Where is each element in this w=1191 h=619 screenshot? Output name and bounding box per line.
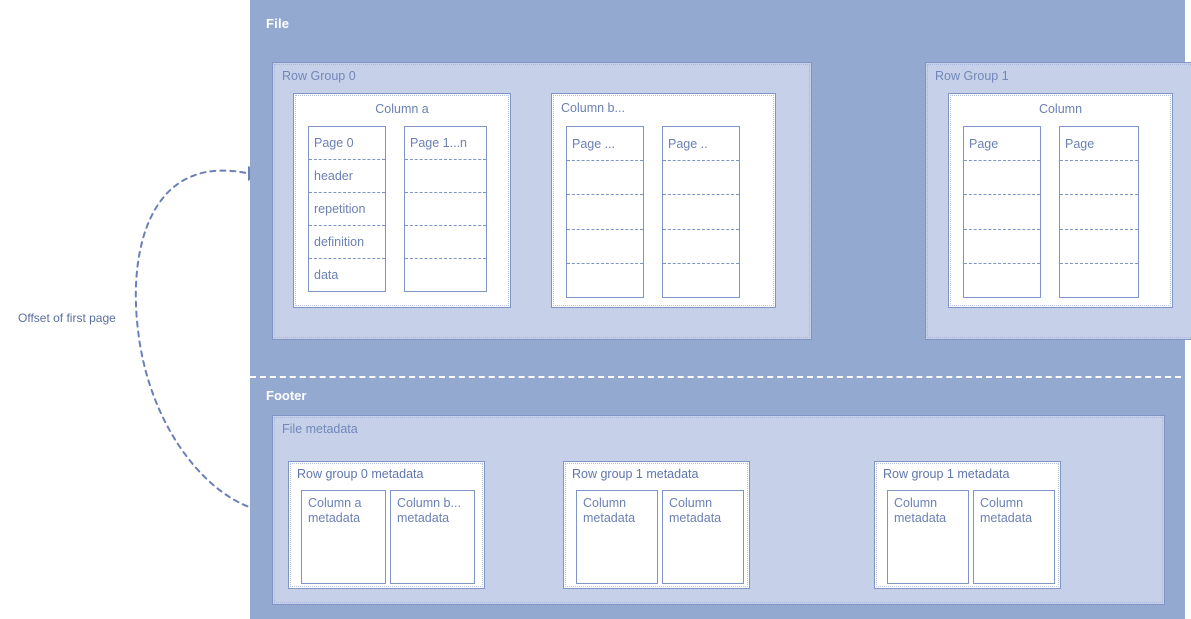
page-segment — [1060, 230, 1138, 264]
row-group-1-metadata-box-a: Row group 1 metadata Column metadata Col… — [563, 461, 750, 589]
page-segment: Page ... — [567, 127, 643, 162]
page-segment — [405, 193, 486, 226]
offset-pointer-arrow — [134, 166, 262, 509]
column-metadata-box: Column metadata — [576, 490, 658, 584]
page-segment: data — [309, 259, 385, 291]
page-segment — [1060, 264, 1138, 297]
page-segment-label: Page ... — [572, 136, 616, 151]
column-metadata-box: Column metadata — [887, 490, 969, 584]
page-segment-label: Page — [1065, 136, 1095, 151]
page-segment — [663, 264, 739, 297]
page-segment — [663, 161, 739, 196]
column-metadata-box: Column a metadata — [301, 490, 386, 584]
column-a-label: Column a — [375, 102, 429, 116]
row-group-1-column-label: Column — [1038, 102, 1083, 116]
page-segment-label: repetition — [314, 202, 366, 216]
row-group-0-metadata-label: Row group 0 metadata — [297, 467, 424, 481]
file-metadata-panel: File metadata Row group 0 metadata Colum… — [272, 415, 1165, 605]
footer-title: Footer — [266, 388, 307, 403]
page-segment: Page 1...n — [405, 127, 486, 160]
page-segment — [964, 195, 1040, 230]
page-box-rg1-page-b: Page — [1059, 126, 1139, 298]
page-segment: repetition — [309, 193, 385, 226]
row-group-1-metadata-label: Row group 1 metadata — [572, 467, 699, 481]
page-segment: Page 0 — [309, 127, 385, 160]
row-group-1-metadata-box-b: Row group 1 metadata Column metadata Col… — [874, 461, 1061, 589]
page-segment — [405, 160, 486, 193]
file-footer-divider — [250, 376, 1191, 378]
offset-of-first-page-label: Offset of first page — [18, 311, 116, 325]
page-segment-label: Page — [969, 136, 999, 151]
column-metadata-label: Column metadata — [980, 496, 1033, 525]
page-segment: header — [309, 160, 385, 193]
column-metadata-label: Column metadata — [894, 496, 947, 525]
page-segment — [567, 195, 643, 230]
column-metadata-label: Column b... metadata — [397, 496, 461, 525]
page-segment — [964, 161, 1040, 196]
page-segment — [964, 264, 1040, 297]
column-metadata-box: Column metadata — [662, 490, 744, 584]
page-segment-label: data — [314, 268, 339, 282]
row-group-0-metadata-box: Row group 0 metadata Column a metadata C… — [288, 461, 485, 589]
column-b-box: Column b... Page ... Page .. — [551, 93, 776, 308]
page-segment: Page .. — [663, 127, 739, 162]
file-metadata-label: File metadata — [282, 422, 358, 436]
column-metadata-label: Column metadata — [583, 496, 636, 525]
column-a-box: Column a Page 0 header repetition defini… — [293, 93, 511, 308]
row-group-1-metadata-label: Row group 1 metadata — [883, 467, 1010, 481]
column-b-label: Column b... — [561, 101, 625, 115]
page-segment — [405, 226, 486, 259]
column-metadata-box: Column b... metadata — [390, 490, 475, 584]
column-metadata-box: Column metadata — [973, 490, 1055, 584]
page-segment: Page — [1060, 127, 1138, 162]
row-group-0-label: Row Group 0 — [282, 69, 356, 83]
page-segment — [1060, 195, 1138, 230]
page-box-column-b-page-b: Page .. — [662, 126, 740, 298]
file-title: File — [266, 16, 290, 31]
page-box-column-a-page1n: Page 1...n — [404, 126, 487, 292]
row-group-0-panel: Row Group 0 Column a Page 0 header repet… — [272, 62, 812, 340]
row-group-1-label: Row Group 1 — [935, 69, 1009, 83]
page-box-rg1-page-a: Page — [963, 126, 1041, 298]
page-segment — [405, 259, 486, 291]
page-segment — [567, 264, 643, 297]
page-segment-label: header — [314, 169, 353, 183]
page-segment: definition — [309, 226, 385, 259]
page-box-column-a-page0: Page 0 header repetition definition data — [308, 126, 386, 292]
page-segment: Page — [964, 127, 1040, 162]
page-segment — [567, 230, 643, 264]
page-segment-label: Page 1...n — [410, 136, 467, 150]
page-segment-label: Page 0 — [314, 136, 354, 150]
page-segment — [1060, 161, 1138, 196]
page-segment — [964, 230, 1040, 264]
page-segment — [663, 230, 739, 264]
column-metadata-label: Column metadata — [669, 496, 722, 525]
page-segment — [663, 195, 739, 230]
row-group-1-panel: Row Group 1 Column Page Page — [925, 62, 1191, 340]
row-group-1-column-box: Column Page Page — [948, 93, 1173, 308]
page-box-column-b-page-a: Page ... — [566, 126, 644, 298]
page-segment-label: Page .. — [668, 136, 708, 151]
column-metadata-label: Column a metadata — [308, 496, 362, 525]
page-segment-label: definition — [314, 235, 365, 249]
page-segment — [567, 161, 643, 196]
